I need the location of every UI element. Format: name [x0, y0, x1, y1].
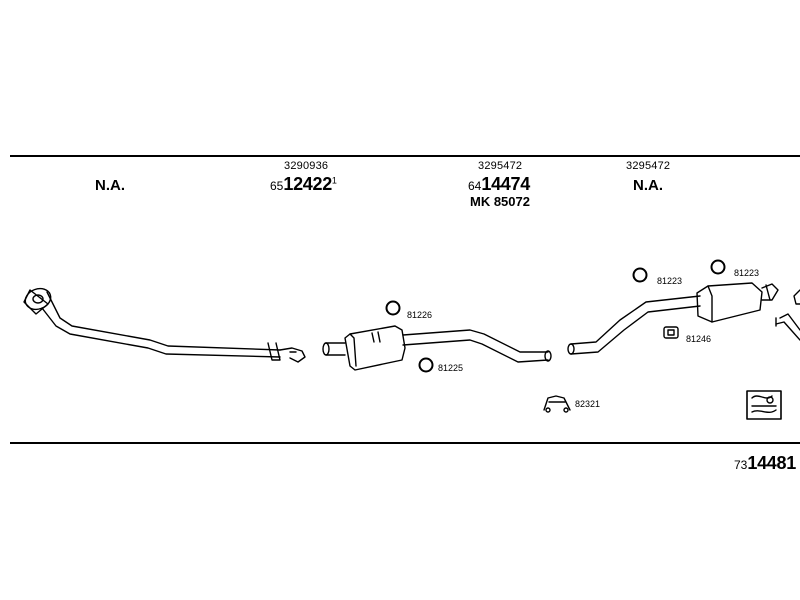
info-box-icon [746, 390, 782, 420]
col3-part-main: 14474 [481, 174, 530, 194]
col3-ref-number: 3295472 [478, 160, 523, 172]
col3-mk-number: MK 85072 [470, 194, 530, 209]
col3-part-number: 6414474 [468, 174, 530, 195]
rear-pipe [567, 295, 701, 355]
callout-81226: 81226 [407, 310, 433, 320]
callout-81225: 81225 [438, 363, 464, 373]
col1-na-label: N.A. [95, 177, 125, 194]
footer-part-prefix: 73 [734, 458, 748, 472]
callout-82321: 82321 [575, 399, 601, 409]
col3-part-prefix: 64 [468, 179, 482, 193]
col4-na-label: N.A. [633, 177, 663, 194]
callout-81223-left: 81223 [657, 276, 683, 286]
col2-part-sup: 1 [331, 175, 337, 186]
rubber-ring-icons [385, 259, 726, 373]
footer-part-main: 14481 [747, 453, 796, 473]
rear-muffler [696, 282, 779, 323]
col2-part-prefix: 65 [270, 179, 284, 193]
col4-ref-number: 3295472 [626, 160, 671, 172]
col2-part-main: 12422 [283, 174, 332, 194]
bracket-icon [663, 326, 679, 339]
clamp-icon [543, 395, 571, 413]
col2-part-number: 65124221 [270, 174, 337, 195]
callout-81246: 81246 [686, 334, 712, 344]
middle-pipe-muffler [322, 325, 552, 371]
front-pipe [23, 287, 306, 363]
footer-part-number: 7314481 [734, 453, 796, 474]
top-divider [10, 155, 800, 157]
tail-pipes [775, 289, 800, 341]
callout-81223-right: 81223 [734, 268, 760, 278]
col2-ref-number: 3290936 [284, 160, 329, 172]
bottom-divider [10, 442, 800, 444]
